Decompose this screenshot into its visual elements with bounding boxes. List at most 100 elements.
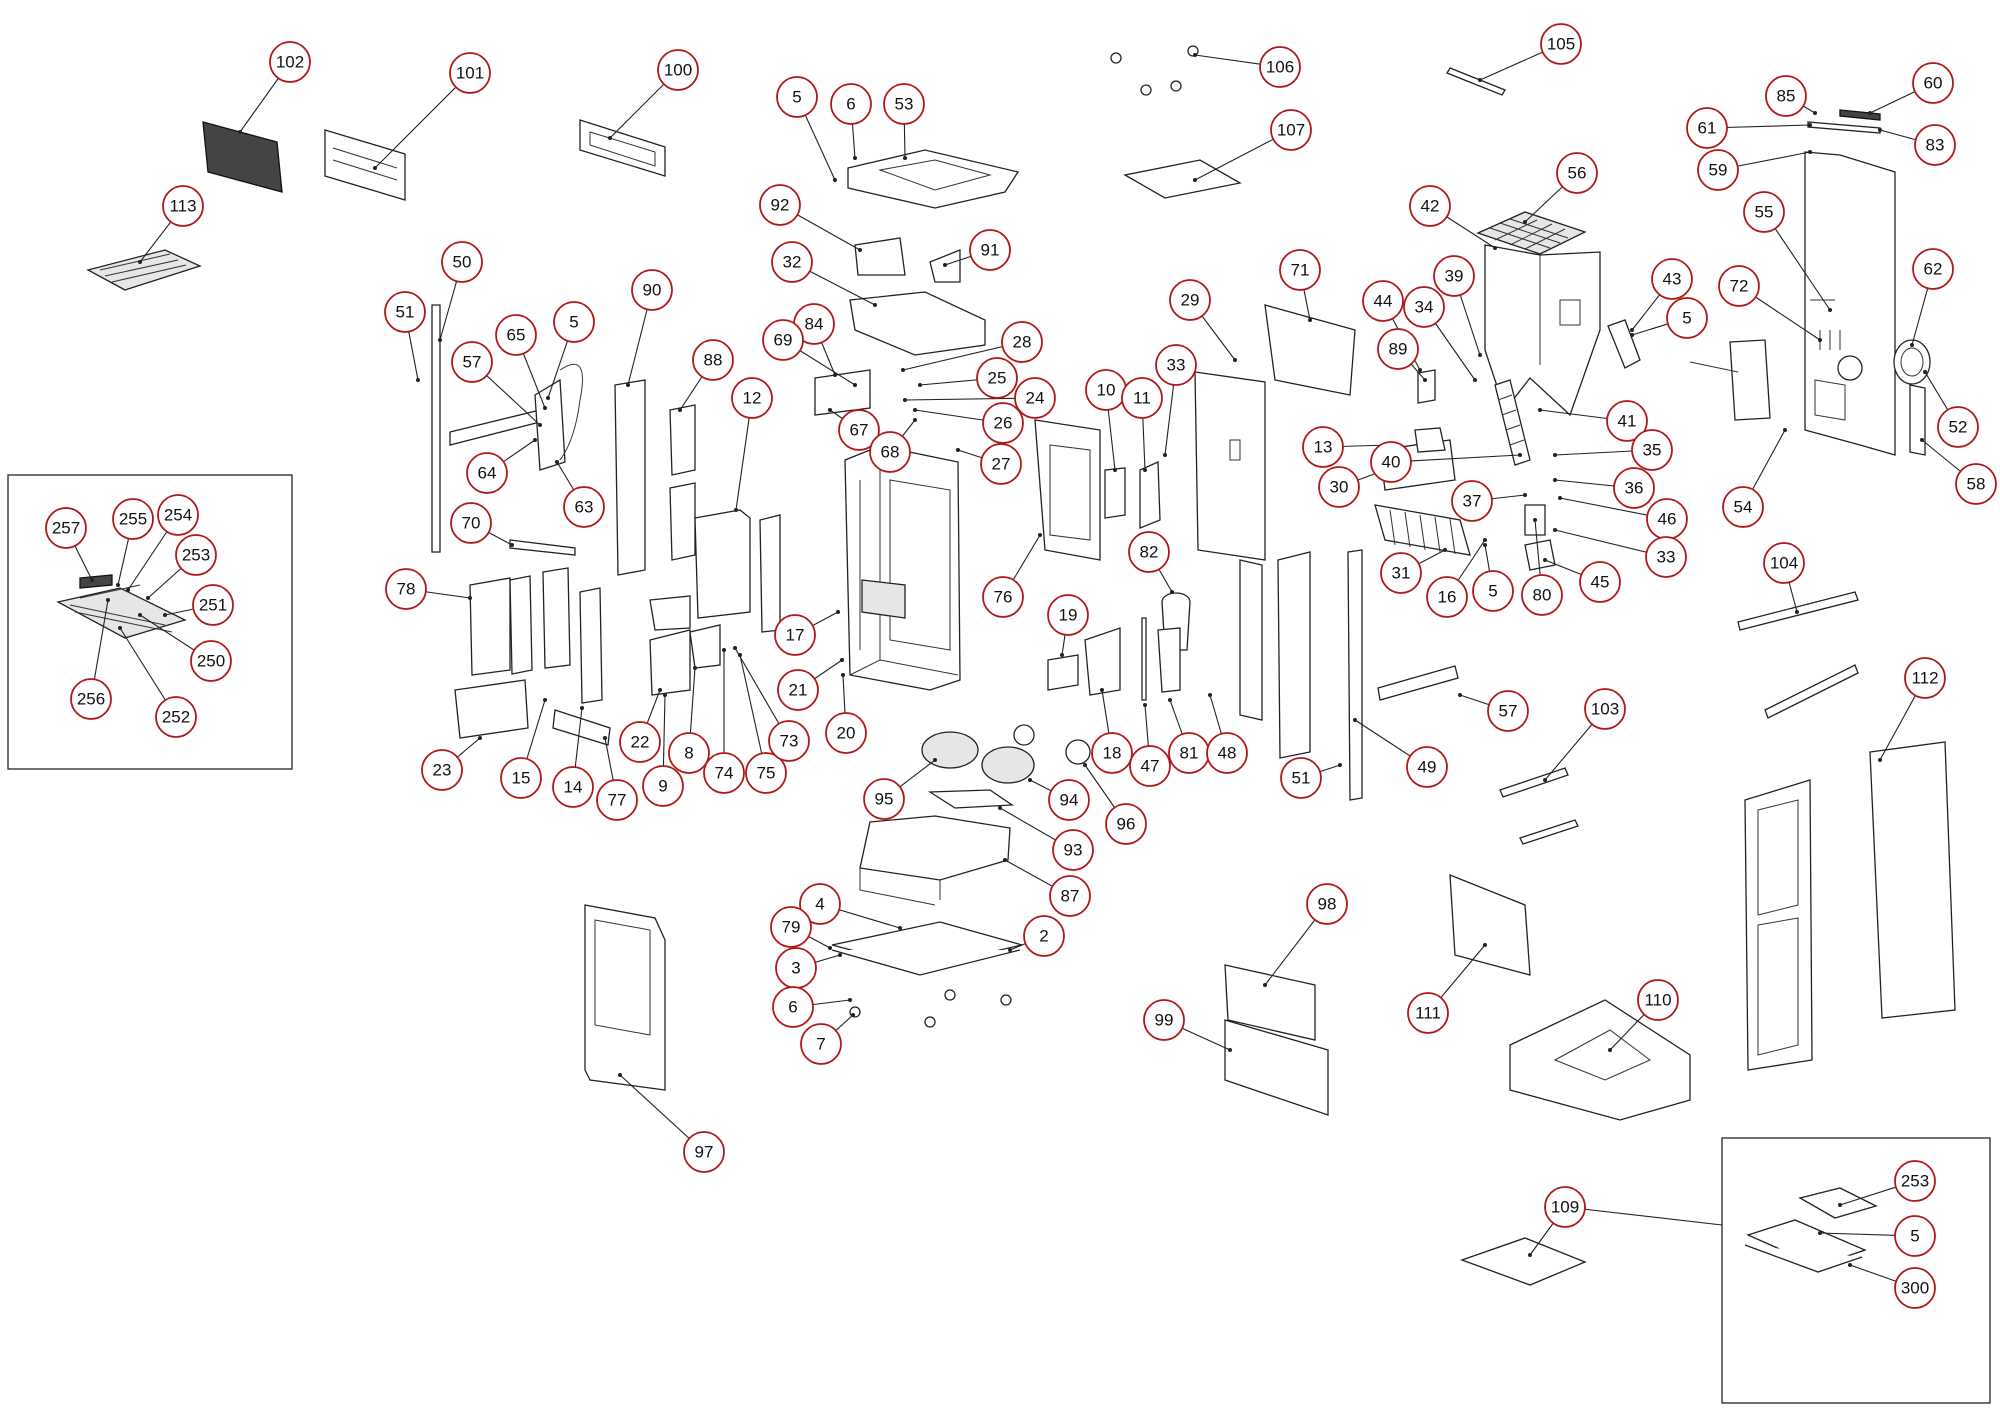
callout-9: 9	[642, 765, 684, 807]
part-53	[847, 149, 1020, 209]
callout-8: 8	[668, 732, 710, 774]
callout-label: 257	[52, 519, 80, 538]
part-97	[584, 904, 666, 1091]
part-57-right	[1377, 665, 1459, 701]
callout-circle	[799, 883, 841, 925]
callout-circle	[1406, 746, 1448, 788]
callout-circle	[70, 678, 112, 720]
callout-111: 111	[1407, 992, 1449, 1034]
callout-circle	[1521, 574, 1563, 616]
callout-circle	[500, 757, 542, 799]
callout-55: 55	[1743, 191, 1785, 233]
callout-14: 14	[552, 766, 594, 808]
callout-circle	[692, 339, 734, 381]
callout-label: 47	[1141, 757, 1160, 776]
callout-label: 5	[792, 88, 801, 107]
callout-label: 21	[789, 681, 808, 700]
callout-label: 5	[1488, 582, 1497, 601]
callout-label: 78	[397, 580, 416, 599]
leader-dot	[1543, 778, 1547, 782]
leader-dot	[1868, 111, 1872, 115]
leader-dot	[1100, 688, 1104, 692]
callout-label: 73	[780, 732, 799, 751]
part-27	[844, 445, 961, 691]
callout-43: 43	[1651, 258, 1693, 300]
callout-circle	[157, 494, 199, 536]
callout-39: 39	[1433, 255, 1475, 297]
leader-dot	[138, 613, 142, 617]
callout-45: 45	[1579, 561, 1621, 603]
leader-dot	[1783, 428, 1787, 432]
leader-dot	[1028, 778, 1032, 782]
callout-label: 43	[1663, 270, 1682, 289]
part-60	[1839, 109, 1881, 121]
callout-label: 100	[664, 61, 692, 80]
part-111	[1449, 874, 1531, 976]
callout-3: 3	[775, 947, 817, 989]
callout-circle	[771, 241, 813, 283]
leader-line	[1390, 454, 1521, 463]
callout-circle	[759, 184, 801, 226]
callout-circle	[1259, 46, 1301, 88]
callout-circle	[1014, 377, 1056, 419]
callout-circle	[45, 507, 87, 549]
leader-dot	[851, 1013, 855, 1017]
leader-dot	[903, 398, 907, 402]
callout-label: 77	[608, 791, 627, 810]
leader-dot	[138, 260, 142, 264]
leader-dot	[933, 758, 937, 762]
part-95	[921, 731, 979, 769]
callout-label: 34	[1415, 298, 1434, 317]
callout-circle	[1579, 561, 1621, 603]
callout-77: 77	[596, 779, 638, 821]
callout-5: 5	[1894, 1215, 1936, 1257]
callout-label: 74	[715, 764, 734, 783]
callout-7: 7	[800, 1023, 842, 1065]
part-11	[1139, 461, 1161, 529]
callout-label: 46	[1658, 510, 1677, 529]
callout-70: 70	[450, 502, 492, 544]
callout-circle	[1718, 265, 1760, 307]
leader-dot	[898, 926, 902, 930]
callout-circle	[631, 269, 673, 311]
callout-30: 30	[1318, 466, 1360, 508]
callout-label: 16	[1438, 588, 1457, 607]
callout-label: 62	[1924, 260, 1943, 279]
callout-257: 257	[45, 507, 87, 549]
leader-dot	[238, 130, 242, 134]
callout-label: 5	[1682, 309, 1691, 328]
callout-6: 6	[772, 986, 814, 1028]
callout-circle	[495, 314, 537, 356]
callout-circle	[838, 409, 880, 451]
callout-label: 42	[1421, 197, 1440, 216]
callout-40: 40	[1370, 441, 1412, 483]
callout-label: 59	[1709, 161, 1728, 180]
callout-46: 46	[1646, 498, 1688, 540]
callout-circle	[1280, 757, 1322, 799]
callout-label: 57	[1499, 702, 1518, 721]
leader-dot	[106, 598, 110, 602]
callout-label: 41	[1618, 412, 1637, 431]
leader-dot	[533, 438, 537, 442]
callout-29: 29	[1169, 279, 1211, 321]
callout-label: 92	[771, 196, 790, 215]
callout-90: 90	[631, 269, 673, 311]
leader-dot	[1353, 718, 1357, 722]
callout-97: 97	[683, 1131, 725, 1173]
leader-dot	[1003, 858, 1007, 862]
callout-label: 24	[1026, 389, 1045, 408]
leader-dot	[733, 646, 737, 650]
callout-circle	[1556, 152, 1598, 194]
callout-71: 71	[1279, 249, 1321, 291]
leader-dot	[1483, 943, 1487, 947]
callout-104: 104	[1763, 542, 1805, 584]
callout-label: 49	[1418, 758, 1437, 777]
callout-label: 253	[1901, 1172, 1929, 1191]
leader-dot	[1523, 220, 1527, 224]
callout-36: 36	[1613, 467, 1655, 509]
callout-256: 256	[70, 678, 112, 720]
callout-label: 25	[988, 369, 1007, 388]
leader-dot	[1483, 538, 1487, 542]
leader-dot	[853, 383, 857, 387]
